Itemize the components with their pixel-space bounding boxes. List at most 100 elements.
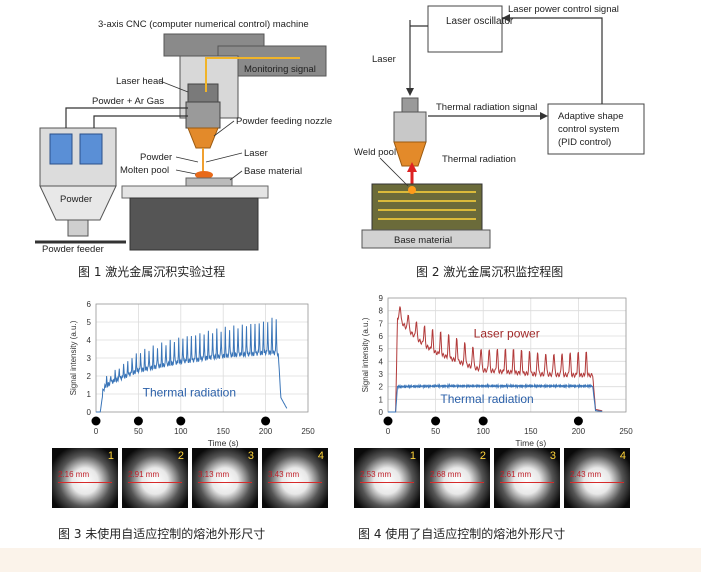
adaptive-line1: Adaptive shape [558, 111, 624, 122]
x-axis-label: Time (s) [208, 438, 239, 448]
weld-pool-label: Weld pool [354, 147, 396, 158]
laser-power-signal-line [502, 17, 603, 104]
y-tick-label: 9 [379, 294, 384, 303]
fig1-caption: 图 1 激光金属沉积实验过程 [78, 265, 226, 279]
time-marker [383, 416, 393, 426]
time-marker [261, 416, 271, 426]
pool-size-label: 2.53 mm [360, 470, 392, 479]
fig1-svg: 3-axis CNC (computer numerical control) … [35, 19, 332, 255]
time-marker [478, 416, 488, 426]
adaptive-line3: (PID control) [558, 137, 611, 148]
x-tick-label: 250 [301, 427, 315, 436]
fig2-caption: 图 2 激光金属沉积监控程图 [416, 265, 564, 279]
y-tick-label: 8 [379, 307, 384, 316]
hopper-1 [49, 133, 73, 165]
x-tick-label: 200 [572, 427, 586, 436]
fig2-diagram: Laser oscillator Adaptive shape control … [350, 0, 701, 290]
laser-head-body [187, 83, 219, 103]
y-tick-label: 6 [87, 300, 92, 309]
y-tick-label: 1 [87, 390, 92, 399]
x-tick-label: 150 [217, 427, 231, 436]
work-table-base [129, 197, 259, 251]
pool-size-arrow [500, 482, 554, 483]
plot-frame [387, 297, 627, 413]
powder-feeder-leg [67, 219, 89, 237]
time-marker [431, 416, 441, 426]
x-tick-label: 100 [477, 427, 491, 436]
time-marker [133, 416, 143, 426]
x-tick-label: 150 [524, 427, 538, 436]
photo-number: 4 [619, 450, 626, 462]
melt-pool-photo: 1 2.53 mm [354, 448, 420, 508]
melt-pool-photo: 2 2.91 mm [122, 448, 188, 508]
time-marker [91, 416, 101, 426]
y-tick-label: 3 [87, 354, 92, 363]
series-line-1 [96, 317, 288, 413]
cnc-label: 3-axis CNC (computer numerical control) … [98, 19, 309, 30]
fig1-diagram: 3-axis CNC (computer numerical control) … [0, 0, 350, 290]
x-tick-label: 200 [259, 427, 273, 436]
photo-number: 2 [177, 450, 184, 462]
pool-size-arrow [268, 482, 322, 483]
pool-size-arrow [570, 482, 624, 483]
photo-number: 1 [107, 450, 114, 462]
y-axis-label: Signal intensity (a.u.) [361, 317, 370, 392]
y-tick-label: 3 [379, 370, 384, 379]
laser-label: Laser [372, 54, 396, 65]
photo-number: 3 [247, 450, 254, 462]
work-table-top [121, 185, 269, 199]
x-tick-label: 250 [619, 427, 633, 436]
y-tick-label: 2 [87, 372, 92, 381]
hopper-powder-label: Powder [60, 194, 92, 205]
photo-number: 1 [409, 450, 416, 462]
laser-nozzle [393, 141, 427, 167]
y-tick-label: 5 [379, 345, 384, 354]
x-tick-label: 50 [134, 427, 143, 436]
powder-nozzle [187, 127, 219, 149]
pool-size-label: 3.43 mm [268, 470, 300, 479]
series-annotation-laser-power: Laser power [474, 326, 540, 340]
x-tick-label: 100 [174, 427, 188, 436]
y-tick-label: 6 [379, 332, 384, 341]
y-axis-label: Signal intensity (a.u.) [69, 320, 78, 395]
y-tick-label: 7 [379, 319, 384, 328]
photo-number: 3 [549, 450, 556, 462]
powder-feeder-funnel [39, 185, 117, 221]
adaptive-control-box [547, 103, 645, 155]
fig4-caption: 图 4 使用了自适应控制的熔池外形尺寸 [358, 527, 566, 541]
powder-gas-line [65, 107, 188, 128]
y-tick-label: 1 [379, 395, 384, 404]
laser-head-body [393, 111, 427, 143]
powder-nozzle-label: Powder feeding nozzle [236, 116, 332, 127]
base-material-label: Base material [244, 166, 302, 177]
powder-label: Powder [140, 152, 172, 163]
hopper-2 [79, 133, 103, 165]
y-tick-label: 0 [379, 408, 384, 417]
laser-power-signal-label: Laser power control signal [508, 4, 619, 15]
pool-size-label: 2.91 mm [128, 470, 160, 479]
y-tick-label: 2 [379, 383, 384, 392]
series-line-1 [388, 306, 603, 413]
laser-head-label: Laser head [116, 76, 164, 87]
laser-head-top [401, 97, 419, 113]
pool-size-arrow [198, 482, 252, 483]
photo-number: 4 [317, 450, 324, 462]
pool-size-arrow [430, 482, 484, 483]
pool-size-arrow [128, 482, 182, 483]
x-axis-label: Time (s) [515, 438, 546, 448]
laser-oscillator-line1: Laser oscillator [446, 16, 514, 27]
pool-size-label: 2.61 mm [500, 470, 532, 479]
plot-frame [95, 303, 309, 413]
melt-pool-photo: 3 2.61 mm [494, 448, 560, 508]
pool-size-arrow [360, 482, 414, 483]
laser-label: Laser [244, 148, 268, 159]
y-tick-label: 4 [379, 357, 384, 366]
